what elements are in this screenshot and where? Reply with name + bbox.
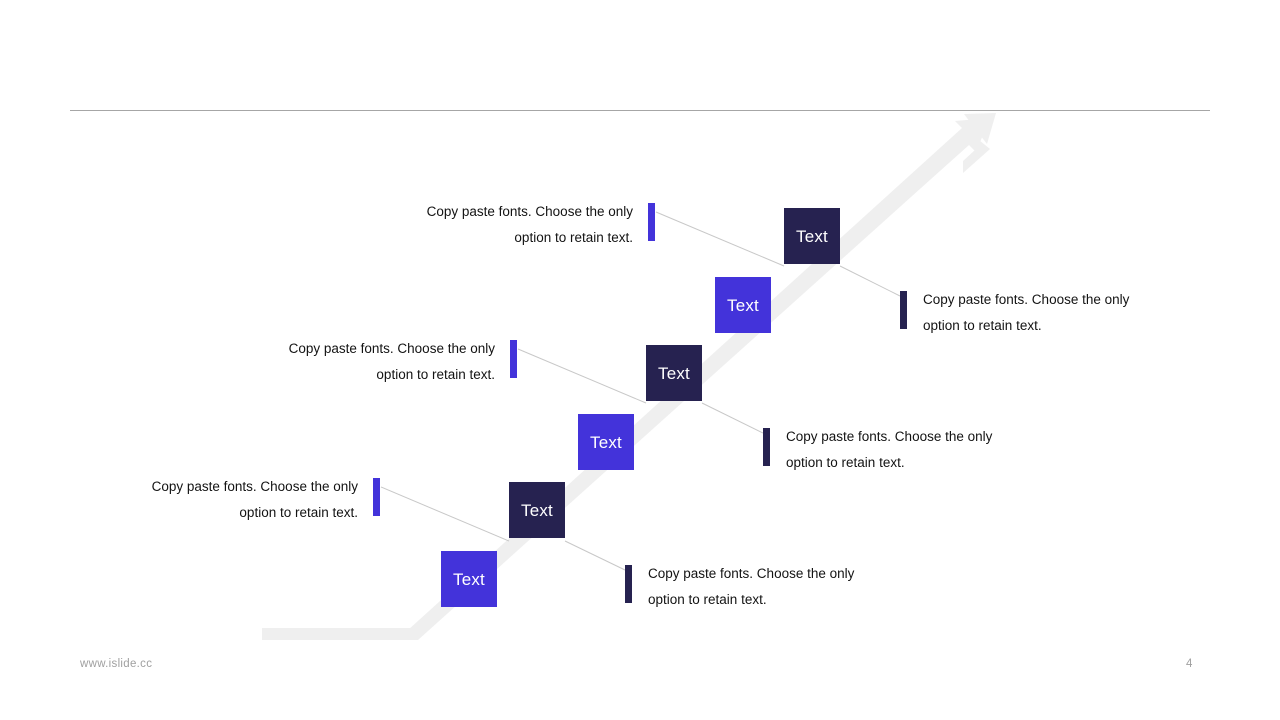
caption-right-3: Copy paste fonts. Choose the only option…: [923, 292, 1130, 333]
accent-bar-left-2: [510, 340, 517, 378]
node-box-4[interactable]: Text: [646, 345, 702, 401]
top-horizontal-rule: [70, 110, 1210, 111]
page-number: 4: [1186, 658, 1193, 670]
caption-left-1: Copy paste fonts. Choose the only option…: [151, 479, 358, 520]
node-box-5[interactable]: Text: [715, 277, 771, 333]
node-box-2-label: Text: [521, 500, 553, 520]
node-box-2[interactable]: Text: [509, 482, 565, 538]
node-box-1[interactable]: Text: [441, 551, 497, 607]
connector-right-3: [839, 265, 901, 297]
node-box-3[interactable]: Text: [578, 414, 634, 470]
caption-right-2: Copy paste fonts. Choose the only option…: [786, 429, 993, 470]
accent-bar-right-2: [763, 428, 770, 466]
accent-bar-right-3: [900, 291, 907, 329]
node-box-3-label: Text: [590, 432, 622, 452]
caption-left-2: Copy paste fonts. Choose the only option…: [288, 341, 495, 382]
node-box-6-label: Text: [796, 226, 828, 246]
connector-left-3: [655, 211, 785, 267]
caption-right-1: Copy paste fonts. Choose the only option…: [648, 566, 855, 607]
connector-left-2: [517, 348, 647, 404]
accent-bar-left-3: [648, 203, 655, 241]
node-box-5-label: Text: [727, 295, 759, 315]
caption-left-3: Copy paste fonts. Choose the only option…: [426, 204, 633, 245]
accent-bar-right-1: [625, 565, 632, 603]
connector-right-1: [564, 540, 626, 571]
accent-bar-left-1: [373, 478, 380, 516]
connector-right-2: [701, 402, 764, 434]
node-box-6[interactable]: Text: [784, 208, 840, 264]
connector-left-1: [380, 486, 510, 542]
node-box-4-label: Text: [658, 363, 690, 383]
footer-website-url[interactable]: www.islide.cc: [80, 658, 153, 670]
node-box-1-label: Text: [453, 569, 485, 589]
